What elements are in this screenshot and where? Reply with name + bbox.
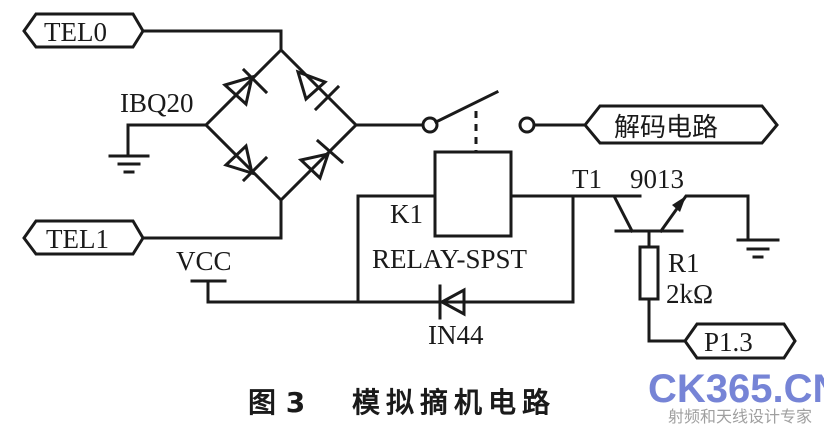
wire-ground-left xyxy=(126,123,208,157)
switch-contact-icon xyxy=(518,116,536,134)
wire-relay-left xyxy=(356,194,437,304)
figure-number: 图 3 xyxy=(248,386,305,419)
vcc-label: VCC xyxy=(176,246,232,276)
relay-type-label: RELAY-SPST xyxy=(372,244,528,274)
figure-title: 模拟摘机电路 xyxy=(352,386,556,419)
transistor-type-label: 9013 xyxy=(630,164,684,194)
emitter-arrow-icon xyxy=(672,196,686,212)
diode-icon xyxy=(222,67,269,107)
relay-ref-label: K1 xyxy=(390,199,423,229)
port-p13-label: P1.3 xyxy=(704,327,753,357)
port-tel0-label: TEL0 xyxy=(44,17,107,47)
ground-icon xyxy=(108,154,150,174)
diode-icon xyxy=(223,143,269,183)
resistor-value-label: 2kΩ xyxy=(666,279,713,309)
wire-tel0 xyxy=(141,29,283,52)
resistor-icon xyxy=(638,245,660,301)
watermark-tagline: 射频和天线设计专家 xyxy=(668,407,812,426)
bridge-label: IBQ20 xyxy=(120,88,194,118)
diode-icon xyxy=(297,138,345,181)
resistor-ref-label: R1 xyxy=(668,248,700,278)
switch-blade xyxy=(433,89,500,125)
port-decoder: 解码电路 xyxy=(583,104,779,145)
ground-icon xyxy=(736,238,780,259)
wire-tel1 xyxy=(141,198,283,240)
port-tel0: TEL0 xyxy=(22,12,145,49)
port-tel1-label: TEL1 xyxy=(46,224,109,254)
switch-contact-icon xyxy=(421,116,439,134)
port-tel1: TEL1 xyxy=(22,219,145,256)
transistor-icon xyxy=(608,194,750,242)
relay-coil xyxy=(433,150,513,238)
transistor-ref-label: T1 xyxy=(572,164,602,194)
flyback-diode-icon xyxy=(438,284,466,320)
port-p13: P1.3 xyxy=(683,322,797,360)
watermark-logo: CK365.CN 射频和天线设计专家 xyxy=(648,367,824,426)
diode-icon xyxy=(295,69,341,112)
wire-resistor-p13 xyxy=(647,297,687,343)
bridge-rectifier: IBQ20 xyxy=(120,47,359,203)
diode-label: IN44 xyxy=(428,320,484,350)
watermark-brand: CK365.CN xyxy=(648,367,824,411)
port-decoder-label: 解码电路 xyxy=(614,113,718,143)
wire-flyback xyxy=(206,194,575,304)
